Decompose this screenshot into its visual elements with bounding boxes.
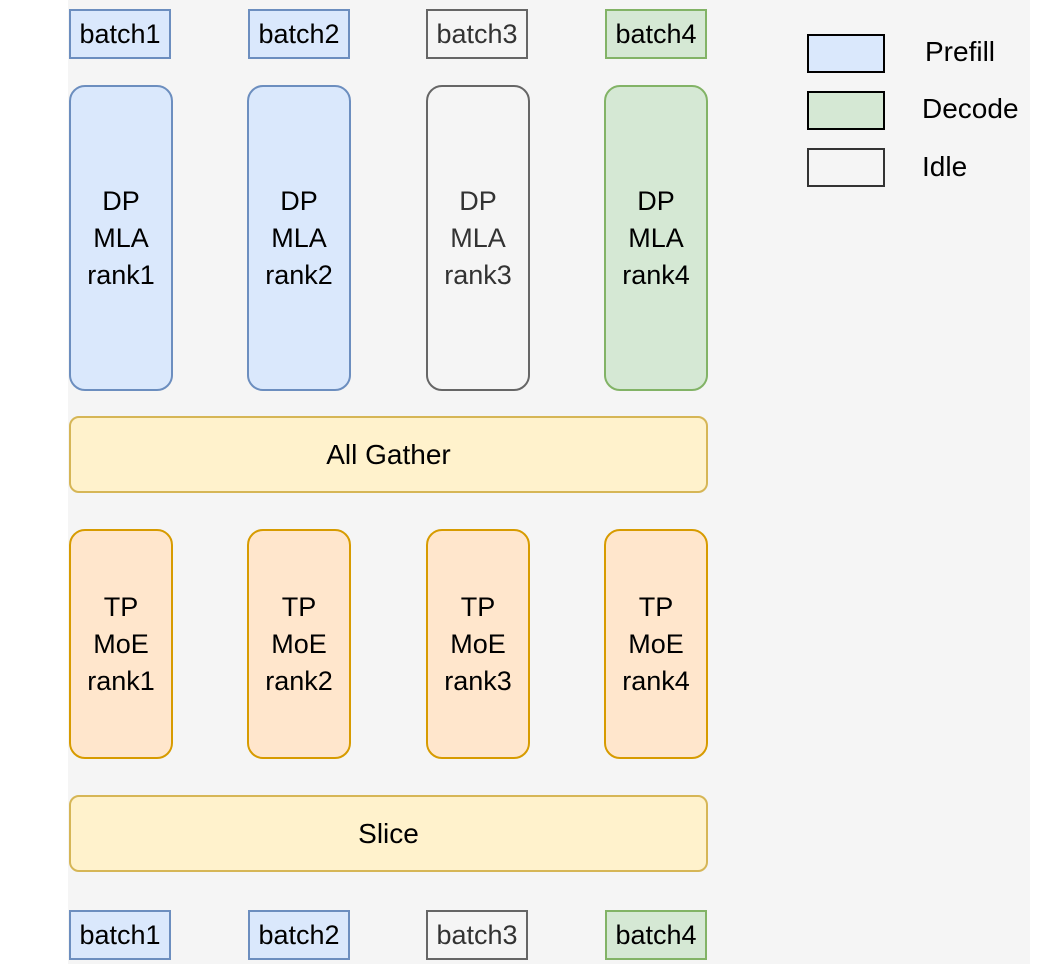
tp-moe-rank-2: TP MoE rank2	[247, 529, 351, 759]
legend-swatch-idle	[807, 148, 885, 187]
bottom-batch-4: batch4	[605, 910, 707, 960]
dp-mla-rank-2: DP MLA rank2	[247, 85, 351, 391]
dp-mla-rank-1: DP MLA rank1	[69, 85, 173, 391]
dp-mla-rank-4: DP MLA rank4	[604, 85, 708, 391]
tp-moe-rank-1: TP MoE rank1	[69, 529, 173, 759]
legend-swatch-prefill	[807, 34, 885, 73]
tp-moe-rank-4: TP MoE rank4	[604, 529, 708, 759]
dp-mla-rank-3: DP MLA rank3	[426, 85, 530, 391]
legend-label-decode: Decode	[922, 93, 1019, 124]
legend-label-idle: Idle	[922, 151, 968, 182]
legend-swatch-decode	[807, 91, 885, 130]
top-batch-3: batch3	[426, 9, 528, 59]
top-batch-2: batch2	[248, 9, 350, 59]
legend-label-prefill: Prefill	[925, 36, 996, 67]
top-batch-4: batch4	[605, 9, 707, 59]
tp-moe-rank-3: TP MoE rank3	[426, 529, 530, 759]
top-batch-1: batch1	[69, 9, 171, 59]
slice-bar: Slice	[69, 795, 708, 872]
bottom-batch-2: batch2	[248, 910, 350, 960]
bottom-batch-3: batch3	[426, 910, 528, 960]
all-gather-bar: All Gather	[69, 416, 708, 493]
bottom-batch-1: batch1	[69, 910, 171, 960]
